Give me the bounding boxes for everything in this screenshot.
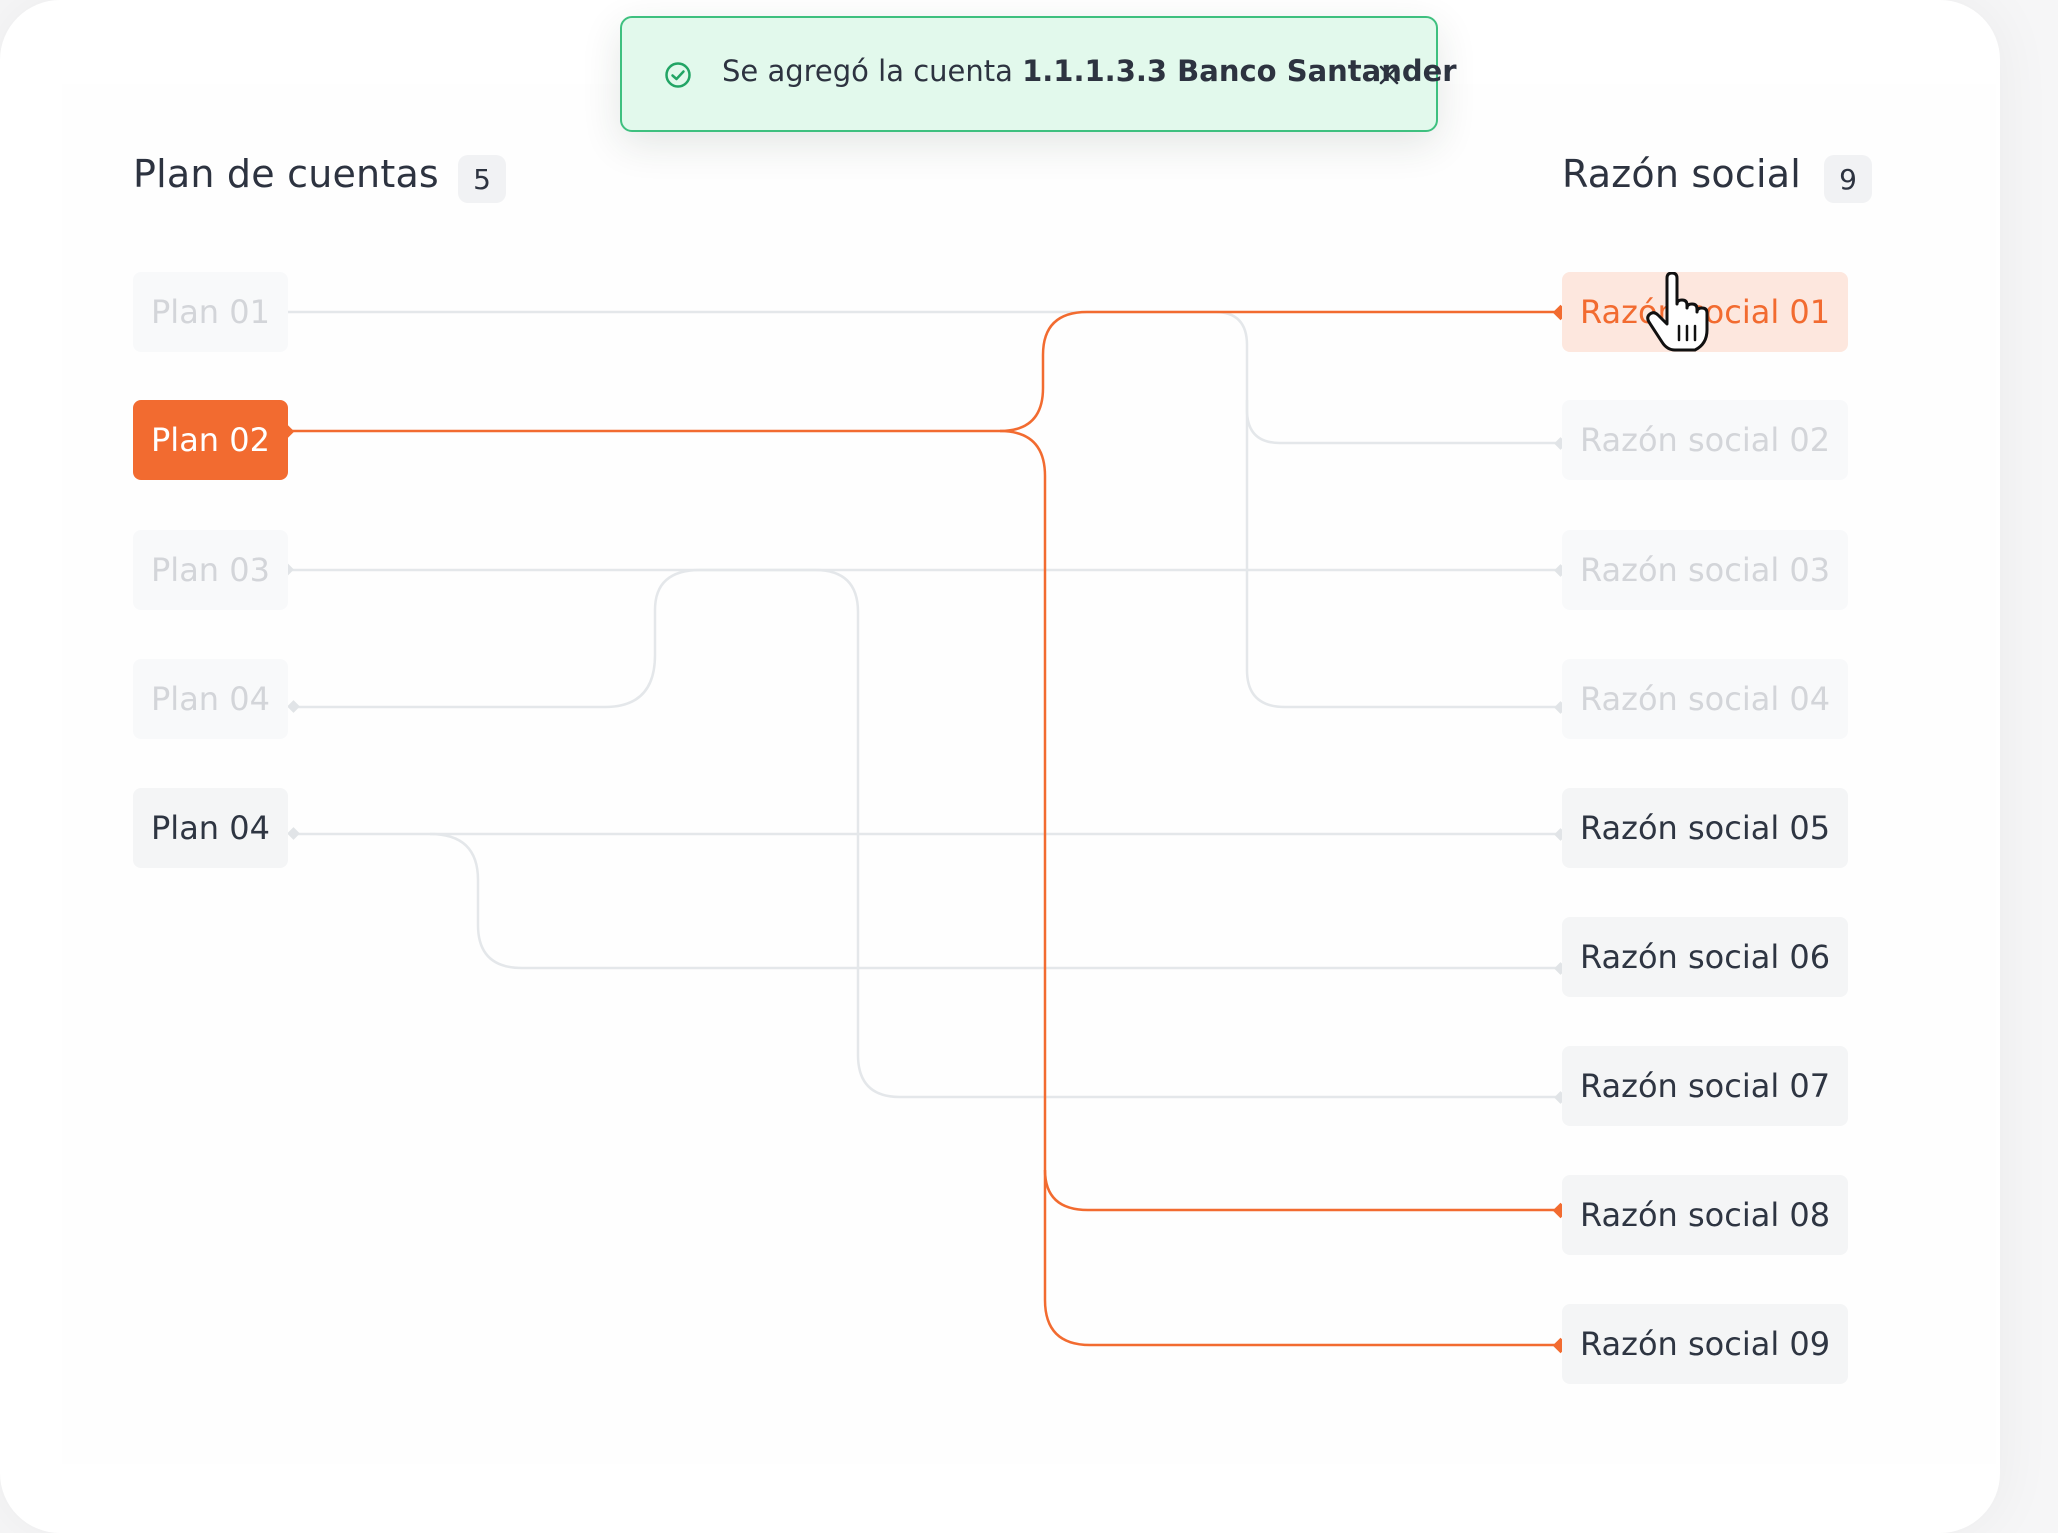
razon-social-node-08[interactable]: Razón social 08 xyxy=(1562,1175,1849,1255)
plan-node-label: Plan 04 xyxy=(151,809,270,847)
razon-social-title: Razón social xyxy=(1562,152,1801,196)
connector-plan02-rs01 xyxy=(287,310,1558,433)
plan-de-cuentas-title: Plan de cuentas xyxy=(133,152,439,196)
razon-social-node-label: Razón social 09 xyxy=(1580,1325,1831,1363)
plan-count-badge: 5 xyxy=(458,155,506,203)
close-icon xyxy=(1379,65,1399,85)
plan-node-03[interactable]: Plan 03 xyxy=(133,530,288,610)
endpoint-dot xyxy=(287,700,300,713)
razon-social-node-label: Razón social 02 xyxy=(1580,421,1831,459)
razon-social-node-09[interactable]: Razón social 09 xyxy=(1562,1304,1849,1384)
connector-plan04a xyxy=(295,568,1560,1099)
razon-social-node-06[interactable]: Razón social 06 xyxy=(1562,917,1849,997)
razon-social-node-04[interactable]: Razón social 04 xyxy=(1562,659,1849,739)
razon-social-node-05[interactable]: Razón social 05 xyxy=(1562,788,1849,868)
plan-node-02[interactable]: Plan 02 xyxy=(133,400,288,480)
razon-social-node-label: Razón social 08 xyxy=(1580,1196,1831,1234)
razon-social-node-label: Razón social 05 xyxy=(1580,809,1831,847)
razon-social-node-label: Razón social 07 xyxy=(1580,1067,1831,1105)
razon-social-node-label: Razón social 04 xyxy=(1580,680,1831,718)
razon-social-node-label: Razón social 03 xyxy=(1580,551,1831,589)
plan-node-label: Plan 03 xyxy=(151,551,270,589)
check-circle-icon xyxy=(665,62,691,88)
toast-message-prefix: Se agregó la cuenta xyxy=(722,54,1013,88)
plan-node-label: Plan 01 xyxy=(151,293,270,331)
plan-node-label: Plan 02 xyxy=(151,421,270,459)
razon-social-count-badge: 9 xyxy=(1824,155,1872,203)
razon-social-node-label: Razón social 06 xyxy=(1580,938,1831,976)
connector-plan02-rs08 xyxy=(999,429,1558,1212)
toast-close-button[interactable] xyxy=(1372,58,1406,92)
plan-node-04a[interactable]: Plan 04 xyxy=(133,659,288,739)
connector-plan01-rs02 xyxy=(280,310,1560,445)
connector-plan04b-rs06 xyxy=(429,832,1560,970)
connector-plan02-rs09 xyxy=(1043,1170,1558,1347)
razon-social-node-02[interactable]: Razón social 02 xyxy=(1562,400,1849,480)
razon-social-node-03[interactable]: Razón social 03 xyxy=(1562,530,1849,610)
plan-node-label: Plan 04 xyxy=(151,680,270,718)
toast-message: Se agregó la cuenta 1.1.1.3.3 Banco Sant… xyxy=(722,54,1457,88)
connector-plan01-rs04 xyxy=(1245,400,1560,709)
razon-social-node-07[interactable]: Razón social 07 xyxy=(1562,1046,1849,1126)
hand-pointer-icon xyxy=(1646,272,1709,352)
plan-node-04b[interactable]: Plan 04 xyxy=(133,788,288,868)
endpoint-dot xyxy=(287,827,300,840)
success-toast: Se agregó la cuenta 1.1.1.3.3 Banco Sant… xyxy=(620,16,1457,132)
plan-node-01[interactable]: Plan 01 xyxy=(133,272,288,352)
